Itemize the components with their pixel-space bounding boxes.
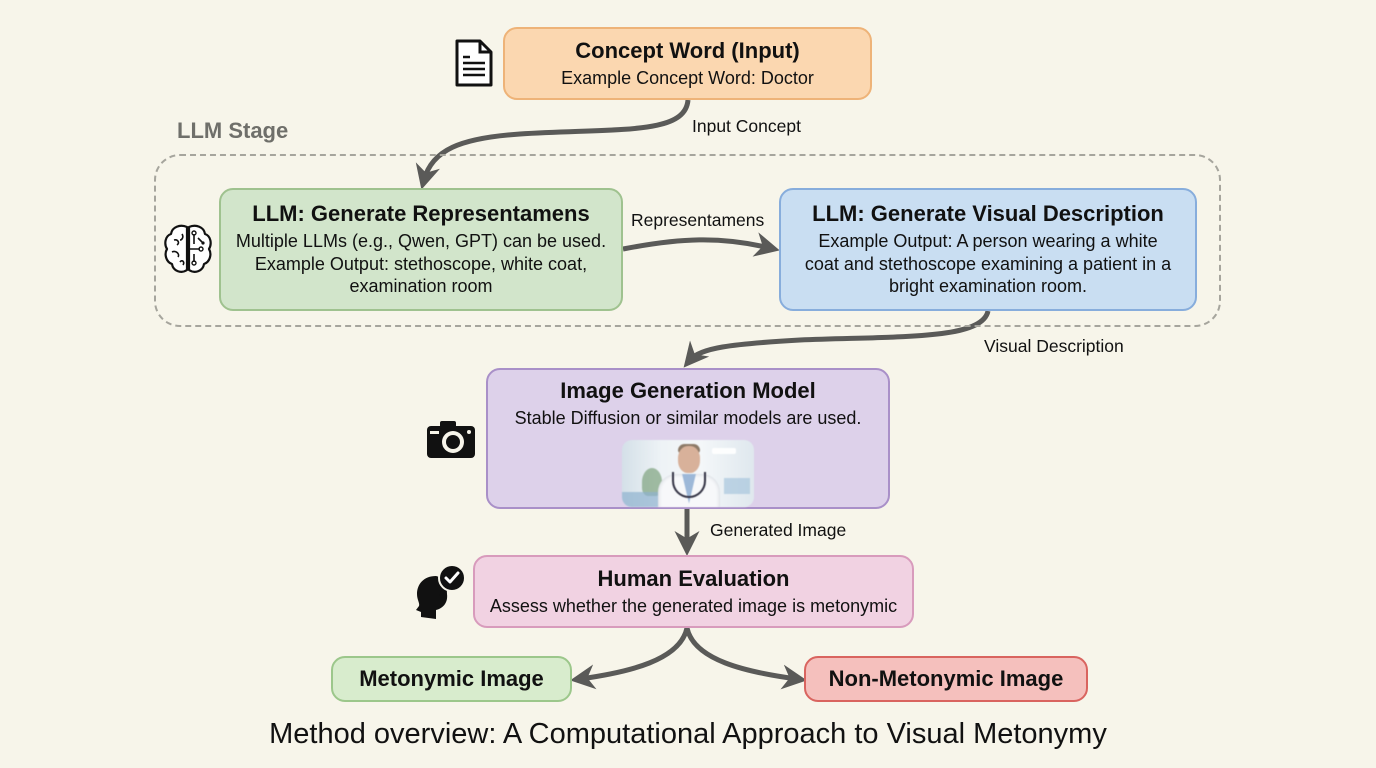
node-generate-representamens: LLM: Generate Representamens Multiple LL… — [219, 188, 623, 311]
node-title: Image Generation Model — [560, 378, 816, 403]
edge-human-to-metonymic — [570, 627, 690, 690]
node-human-evaluation: Human Evaluation Assess whether the gene… — [473, 555, 914, 628]
document-icon — [455, 39, 493, 87]
node-non-metonymic-image: Non-Metonymic Image — [804, 656, 1088, 702]
node-title: Concept Word (Input) — [575, 37, 800, 63]
figure-caption: Method overview: A Computational Approac… — [269, 718, 1107, 750]
node-description: Assess whether the generated image is me… — [489, 595, 898, 616]
llm-stage-frame — [154, 154, 1221, 327]
node-description-line: coat and stethoscope examining a patient… — [804, 253, 1172, 274]
camera-icon — [427, 421, 475, 458]
node-metonymic-image: Metonymic Image — [331, 656, 572, 702]
edge-visual-to-image — [683, 310, 991, 368]
edge-label-generated-image: Generated Image — [710, 520, 847, 540]
node-description: Example Concept Word: Doctor — [561, 67, 814, 88]
edge-representamens-to-visual — [622, 232, 780, 257]
node-description: Stable Diffusion or similar models are u… — [514, 408, 862, 428]
llm-stage-label: LLM Stage — [177, 118, 289, 143]
node-description-line: bright examination room. — [888, 276, 1088, 297]
node-title: LLM: Generate Visual Description — [812, 201, 1164, 227]
node-title: Non-Metonymic Image — [828, 666, 1064, 691]
node-title: Metonymic Image — [359, 666, 544, 691]
node-description-line: Multiple LLMs (e.g., Qwen, GPT) can be u… — [235, 231, 607, 252]
brain-circuit-icon — [164, 224, 212, 273]
edge-human-to-non-metonymic — [684, 627, 807, 690]
node-generate-visual-description: LLM: Generate Visual Description Example… — [779, 188, 1197, 311]
node-description-line: Example Output: stethoscope, white coat, — [254, 253, 588, 274]
edge-label-input-concept: Input Concept — [692, 116, 801, 136]
node-description-line: Example Output: A person wearing a white — [818, 231, 1158, 252]
node-description-line: examination room — [349, 276, 493, 297]
node-concept-word: Concept Word (Input) Example Concept Wor… — [503, 27, 872, 100]
node-image-generation-model: Image Generation Model Stable Diffusion … — [486, 368, 890, 509]
node-description: Example Output: A person wearing a white… — [805, 230, 1171, 298]
edge-label-representamens: Representamens — [631, 210, 765, 230]
head-check-icon — [416, 564, 466, 619]
node-title: LLM: Generate Representamens — [252, 201, 590, 227]
generated-image-thumbnail — [622, 439, 754, 507]
node-description: Multiple LLMs (e.g., Qwen, GPT) can be u… — [236, 230, 606, 298]
edge-label-visual-description: Visual Description — [984, 336, 1124, 356]
node-title: Human Evaluation — [597, 565, 790, 591]
